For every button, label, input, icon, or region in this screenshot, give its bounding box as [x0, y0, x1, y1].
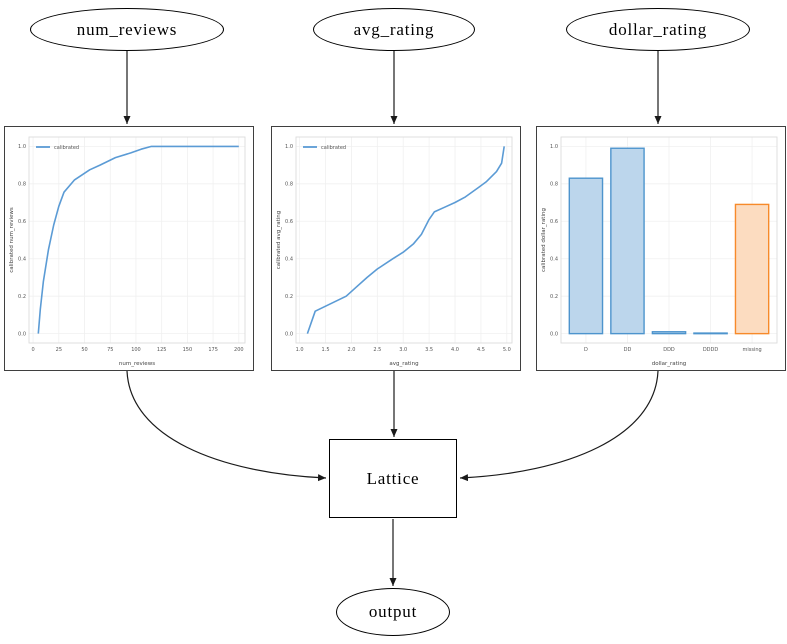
num-reviews-calibration-chart: 0 25 50 75 100 125 150 175 200 0.0 0.2 0.4 0.6 0.8 1.0… [9, 136, 246, 367]
node-lattice-label: Lattice [366, 468, 420, 488]
calibrator-plot-avg-rating: 1.0 1.5 2.0 2.5 3.0 3.5 4.0 4.5 5.0 0.0 0.2 0.4 0.6 0… [271, 126, 521, 371]
svg-text:0.0: 0.0 [550, 331, 558, 337]
svg-text:0.4: 0.4 [18, 257, 26, 263]
svg-text:5.0: 5.0 [503, 347, 511, 353]
svg-text:calibrated num_reviews: calibrated num_reviews [9, 207, 15, 273]
node-avg-rating: avg_rating [313, 8, 475, 51]
svg-text:missing: missing [742, 347, 761, 353]
svg-text:4.5: 4.5 [477, 347, 485, 353]
node-num-reviews: num_reviews [30, 8, 224, 51]
svg-text:0.2: 0.2 [550, 294, 558, 300]
svg-text:175: 175 [208, 347, 218, 353]
avg-rating-calibration-chart: 1.0 1.5 2.0 2.5 3.0 3.5 4.0 4.5 5.0 0.0 0.2 0.4 0.6 0… [276, 136, 513, 367]
svg-text:0.0: 0.0 [285, 331, 293, 337]
svg-text:1.0: 1.0 [296, 347, 304, 353]
svg-text:25: 25 [56, 347, 62, 353]
svg-text:2.0: 2.0 [347, 347, 355, 353]
node-num-reviews-label: num_reviews [76, 19, 178, 39]
svg-text:75: 75 [107, 347, 113, 353]
svg-text:0.2: 0.2 [18, 294, 26, 300]
svg-text:125: 125 [157, 347, 167, 353]
svg-text:0.6: 0.6 [285, 219, 293, 225]
svg-text:200: 200 [234, 347, 244, 353]
node-output: output [336, 588, 450, 636]
svg-text:1.5: 1.5 [322, 347, 330, 353]
svg-text:DDDD: DDDD [703, 347, 719, 353]
svg-text:num_reviews: num_reviews [119, 361, 155, 367]
svg-text:calibrated: calibrated [54, 145, 79, 151]
svg-text:0.6: 0.6 [18, 219, 26, 225]
node-avg-rating-label: avg_rating [353, 19, 435, 39]
calibrator-plot-num-reviews: 0 25 50 75 100 125 150 175 200 0.0 0.2 0.4 0.6 0.8 1.0… [4, 126, 254, 371]
svg-text:D: D [584, 347, 588, 353]
svg-text:150: 150 [183, 347, 193, 353]
node-output-label: output [368, 602, 418, 621]
svg-text:0.6: 0.6 [550, 219, 558, 225]
svg-text:50: 50 [81, 347, 87, 353]
svg-text:calibrated avg_rating: calibrated avg_rating [276, 211, 282, 270]
svg-text:0.0: 0.0 [18, 331, 26, 337]
svg-text:dollar_rating: dollar_rating [652, 361, 687, 367]
svg-text:1.0: 1.0 [18, 144, 26, 150]
svg-text:4.0: 4.0 [451, 347, 459, 353]
svg-text:calibrated dollar_rating: calibrated dollar_rating [541, 208, 547, 272]
svg-text:3.0: 3.0 [399, 347, 407, 353]
svg-text:0.8: 0.8 [285, 182, 293, 188]
svg-text:DDD: DDD [663, 347, 675, 353]
svg-text:DD: DD [624, 347, 632, 353]
svg-text:1.0: 1.0 [550, 144, 558, 150]
svg-text:0.8: 0.8 [18, 182, 26, 188]
edge-calibrator-num-reviews-to-lattice [126, 370, 327, 482]
svg-text:0.2: 0.2 [285, 294, 293, 300]
svg-text:0.8: 0.8 [550, 182, 558, 188]
node-dollar-rating-label: dollar_rating [608, 19, 708, 39]
edge-calibrator-dollar-rating-to-lattice [459, 370, 659, 482]
svg-text:calibrated: calibrated [321, 145, 346, 151]
svg-text:2.5: 2.5 [373, 347, 381, 353]
node-dollar-rating: dollar_rating [566, 8, 750, 51]
svg-text:0.4: 0.4 [285, 257, 293, 263]
svg-text:0.4: 0.4 [550, 257, 558, 263]
svg-text:3.5: 3.5 [425, 347, 433, 353]
svg-text:1.0: 1.0 [285, 144, 293, 150]
svg-text:0: 0 [32, 347, 35, 353]
node-lattice: Lattice [329, 439, 457, 518]
svg-text:100: 100 [131, 347, 141, 353]
svg-text:avg_rating: avg_rating [389, 361, 418, 367]
